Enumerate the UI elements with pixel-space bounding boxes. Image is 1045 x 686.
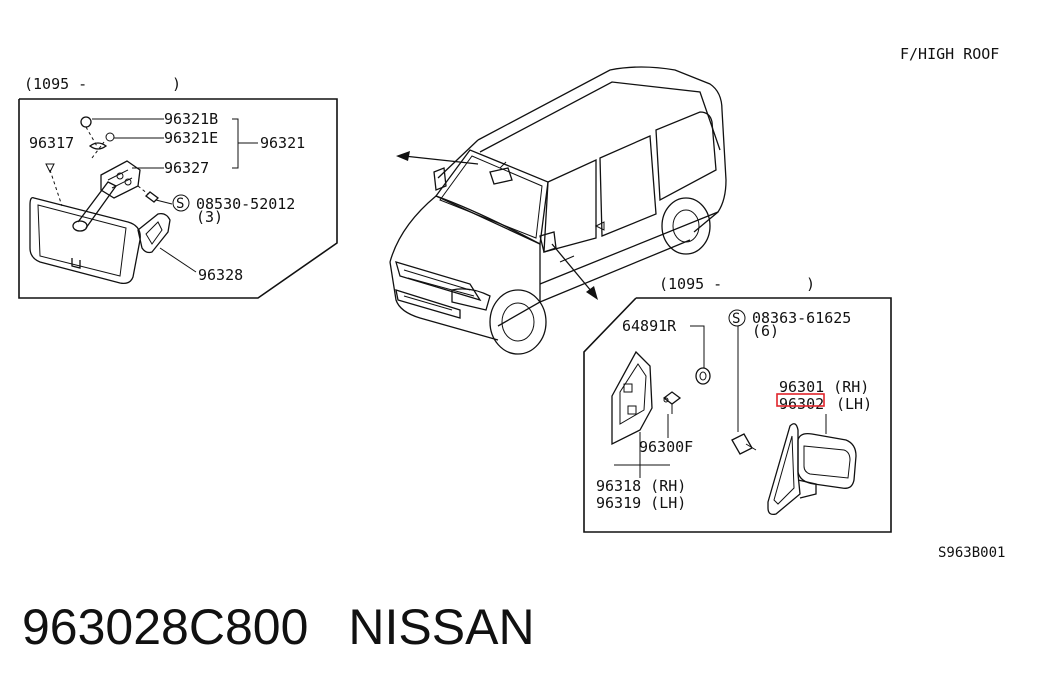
label-96302-side: (LH)	[836, 395, 872, 413]
variant-label: F/HIGH ROOF	[900, 45, 999, 63]
bolt-symbol: S	[732, 311, 740, 327]
door-mirror-box: (1095 - )	[583, 275, 892, 533]
label-96327: 96327	[164, 159, 209, 177]
inner-mirror-box: (1095 - )	[18, 75, 338, 299]
part-title: 963028C800 NISSAN	[22, 598, 575, 656]
inner-box-frame	[18, 98, 338, 299]
label-08363-61625: 08363-61625	[752, 309, 851, 327]
label-96302: 96302	[779, 395, 824, 413]
inner-range-close: )	[172, 75, 181, 93]
part-number: 963028C800	[22, 599, 309, 655]
label-screw-qty: (3)	[196, 208, 223, 226]
label-96319: 96319 (LH)	[596, 494, 686, 512]
label-96300F: 96300F	[639, 438, 693, 456]
highlight-96302	[776, 393, 825, 407]
label-64891R: 64891R	[622, 317, 677, 335]
van-illustration	[389, 66, 727, 355]
label-96301: 96301 (RH)	[779, 378, 869, 396]
inner-mirror-drawing	[29, 116, 171, 285]
label-96321E: 96321E	[164, 129, 218, 147]
brand-name: NISSAN	[348, 599, 535, 655]
screw-symbol-circle	[172, 194, 190, 212]
door-range-open: (1095 -	[659, 275, 722, 293]
corner-cover-drawing	[611, 350, 682, 446]
label-96317: 96317	[29, 134, 74, 152]
inner-range-open: (1095 -	[24, 75, 87, 93]
label-96321: 96321	[260, 134, 305, 152]
screw-symbol: S	[176, 196, 184, 212]
label-08530-52012: 08530-52012	[196, 195, 295, 213]
door-box-frame	[583, 297, 892, 533]
door-mirror-drawing	[767, 423, 857, 516]
label-96328: 96328	[198, 266, 243, 284]
label-96318: 96318 (RH)	[596, 477, 686, 495]
bolt-symbol-circle	[728, 309, 746, 327]
label-bolt-qty: (6)	[752, 322, 779, 340]
label-96321B: 96321B	[164, 110, 218, 128]
figure-code: S963B001	[938, 545, 1005, 561]
door-range-close: )	[806, 275, 815, 293]
